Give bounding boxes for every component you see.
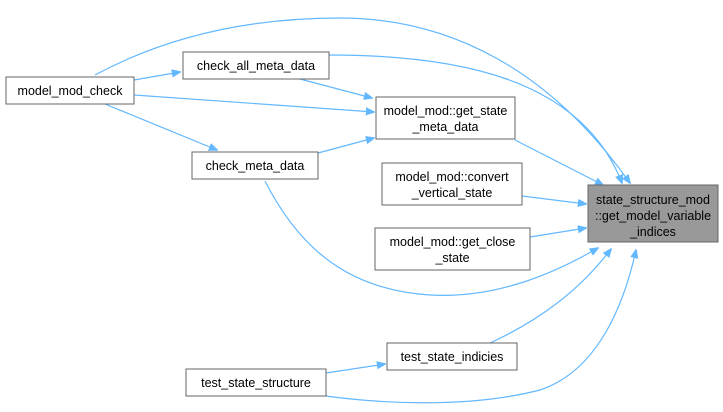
node-test-state-structure-box[interactable] [185, 368, 327, 397]
node-model-mod-check-label: model_mod_check [18, 84, 124, 98]
node-get-model-variable-indices-box[interactable] [587, 184, 719, 243]
edge-check-all-meta-data-to-get-state-meta-data [299, 78, 372, 98]
node-test-state-indicies[interactable]: test_state_indicies [386, 342, 518, 371]
edge-test-state-structure-to-test-state-indicies [325, 364, 385, 374]
node-get-state-meta-data[interactable]: model_mod::get_state _meta_data [375, 96, 516, 140]
edge-check-meta-data-to-get-model-variable-indices [264, 180, 598, 296]
node-model-mod-check[interactable]: model_mod_check [5, 76, 135, 105]
edge-get-close-state-to-get-model-variable-indices [529, 228, 586, 238]
node-test-state-structure-label: test_state_structure [201, 376, 311, 390]
node-check-meta-data-label: check_meta_data [206, 159, 305, 173]
node-check-meta-data-box[interactable] [191, 151, 319, 180]
node-get-close-state-label-line-1: model_mod::get_close [390, 235, 516, 249]
node-convert-vertical-state-label-line-2: _vertical_state [411, 186, 493, 200]
node-get-close-state-box[interactable] [374, 227, 531, 271]
node-check-meta-data[interactable]: check_meta_data [191, 151, 319, 180]
nodes: model_mod_check check_all_meta_data chec… [5, 51, 719, 397]
edge-model-mod-check-to-check-all-meta-data [133, 72, 180, 81]
edge-get-state-meta-data-to-get-model-variable-indices [514, 139, 603, 185]
node-get-state-meta-data-label-line-2: _meta_data [411, 120, 478, 134]
edges [94, 17, 636, 404]
edge-test-state-structure-to-get-model-variable-indices [304, 250, 636, 404]
node-get-model-variable-indices-label-line-3: _indices [629, 225, 676, 239]
edge-model-mod-check-to-get-state-meta-data [133, 94, 374, 112]
edge-model-mod-check-to-check-meta-data [104, 103, 217, 150]
node-get-close-state-label-line-2: _state [434, 251, 469, 265]
node-convert-vertical-state[interactable]: model_mod::convert _vertical_state [381, 162, 523, 206]
node-get-model-variable-indices-label-line-1: state_structure_mod [596, 193, 710, 207]
node-test-state-structure[interactable]: test_state_structure [185, 368, 327, 397]
node-get-close-state[interactable]: model_mod::get_close _state [374, 227, 531, 271]
node-check-all-meta-data-label: check_all_meta_data [197, 59, 315, 73]
node-get-model-variable-indices[interactable]: state_structure_mod ::get_model_variable… [587, 184, 719, 243]
edge-test-state-indicies-to-get-model-variable-indices [489, 249, 611, 344]
edge-check-meta-data-to-get-state-meta-data [317, 138, 374, 154]
node-convert-vertical-state-box[interactable] [381, 162, 523, 206]
node-get-model-variable-indices-label-line-2: ::get_model_variable [595, 209, 711, 223]
node-convert-vertical-state-label-line-1: model_mod::convert [395, 170, 509, 184]
node-get-state-meta-data-label-line-1: model_mod::get_state [384, 104, 508, 118]
edge-model-mod-check-to-get-model-variable-indices [94, 17, 630, 183]
edge-convert-vertical-state-to-get-model-variable-indices [521, 195, 586, 204]
node-test-state-indicies-box[interactable] [386, 342, 518, 371]
node-get-state-meta-data-box[interactable] [375, 96, 516, 140]
node-test-state-indicies-label: test_state_indicies [401, 350, 504, 364]
edge-check-all-meta-data-to-get-model-variable-indices [328, 54, 622, 183]
node-check-all-meta-data[interactable]: check_all_meta_data [182, 51, 330, 80]
node-check-all-meta-data-box[interactable] [182, 51, 330, 80]
node-model-mod-check-box[interactable] [5, 76, 135, 105]
